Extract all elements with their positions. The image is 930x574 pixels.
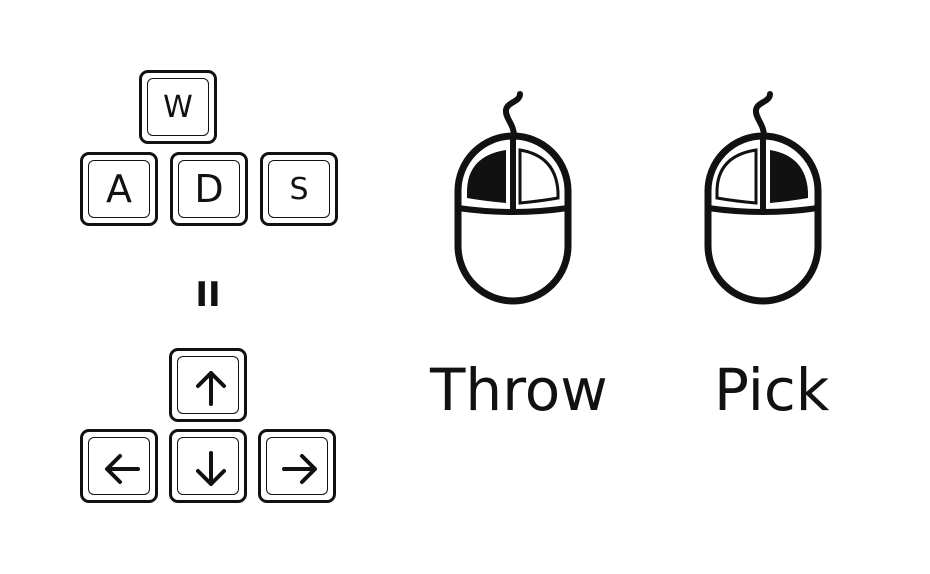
arrow-left-icon xyxy=(105,454,140,484)
mouse-left-button-fill xyxy=(467,150,506,203)
equals-separator: II xyxy=(195,275,221,315)
throw-label: Throw xyxy=(430,356,608,424)
mouse-right-click-icon xyxy=(704,91,822,305)
pick-label: Pick xyxy=(714,356,830,424)
key-arrow-down xyxy=(169,429,247,503)
key-arrow-right xyxy=(258,429,336,503)
key-s-label: S xyxy=(289,171,309,207)
key-s: S xyxy=(260,152,338,226)
arrow-up-icon xyxy=(196,371,226,406)
key-arrow-up xyxy=(169,348,247,422)
arrow-down-icon xyxy=(196,451,226,486)
key-d-label: D xyxy=(194,167,224,211)
key-arrow-left xyxy=(80,429,158,503)
key-a-label: A xyxy=(106,167,132,211)
key-d: D xyxy=(170,152,248,226)
key-w: W xyxy=(139,70,217,144)
mouse-left-click-icon xyxy=(454,91,572,305)
mouse-right-button-fill xyxy=(770,150,808,203)
key-w-label: W xyxy=(163,89,193,125)
key-a: A xyxy=(80,152,158,226)
arrow-right-icon xyxy=(282,454,317,484)
